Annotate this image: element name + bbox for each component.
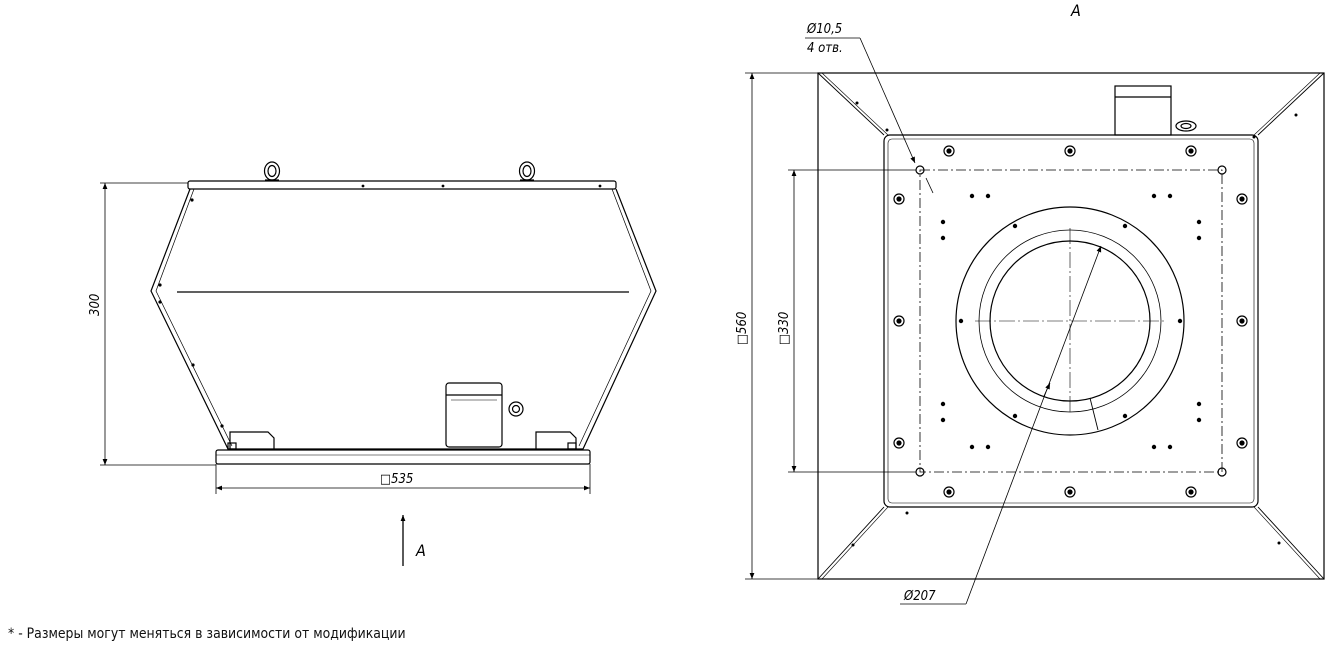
outer-size-label: □560: [735, 312, 750, 345]
view-title: A: [1070, 1, 1081, 20]
top-view-terminal-box: [1114, 85, 1172, 136]
dimension-height: [100, 182, 216, 466]
mount-bracket-left: [227, 431, 275, 450]
hole-count-label: 4 отв.: [807, 41, 843, 56]
side-view-top-lid: [187, 180, 617, 190]
top-view-cable-gland-icon: [1175, 120, 1197, 132]
cable-gland-icon: [508, 401, 524, 417]
top-view: [745, 37, 1325, 605]
lifting-eye-left-icon: [263, 161, 281, 181]
height-label: 300: [88, 294, 103, 316]
dimension-bolt-square: [788, 169, 916, 473]
inlet-diameter-label: Ø207: [903, 589, 936, 604]
inlet-flange-outer: [955, 206, 1185, 436]
side-view-housing: [150, 188, 657, 450]
footnote: * - Размеры могут меняться в зависимости…: [8, 626, 406, 642]
plate-mount-holes: [893, 145, 1248, 498]
dimension-outer-size: [745, 72, 818, 580]
width-label: □535: [380, 472, 413, 487]
bolt-square-label: □330: [777, 312, 792, 345]
lifting-eye-right-icon: [518, 161, 536, 181]
mount-bracket-right: [535, 431, 577, 450]
side-view: [100, 161, 657, 566]
terminal-box-icon: [445, 382, 503, 448]
side-view-base-plate: [215, 449, 591, 465]
view-arrow-label: A: [415, 541, 426, 560]
plate-rivets: [851, 101, 1298, 547]
hole-diameter-label: Ø10,5: [806, 22, 842, 37]
top-view-outer-frame: [817, 72, 1325, 580]
dimension-width: [215, 464, 591, 494]
inlet-diameter-leader: [900, 245, 1102, 605]
hole-leader: [805, 37, 934, 194]
bolt-square: [919, 169, 1223, 473]
top-view-inner-plate: [883, 134, 1259, 508]
